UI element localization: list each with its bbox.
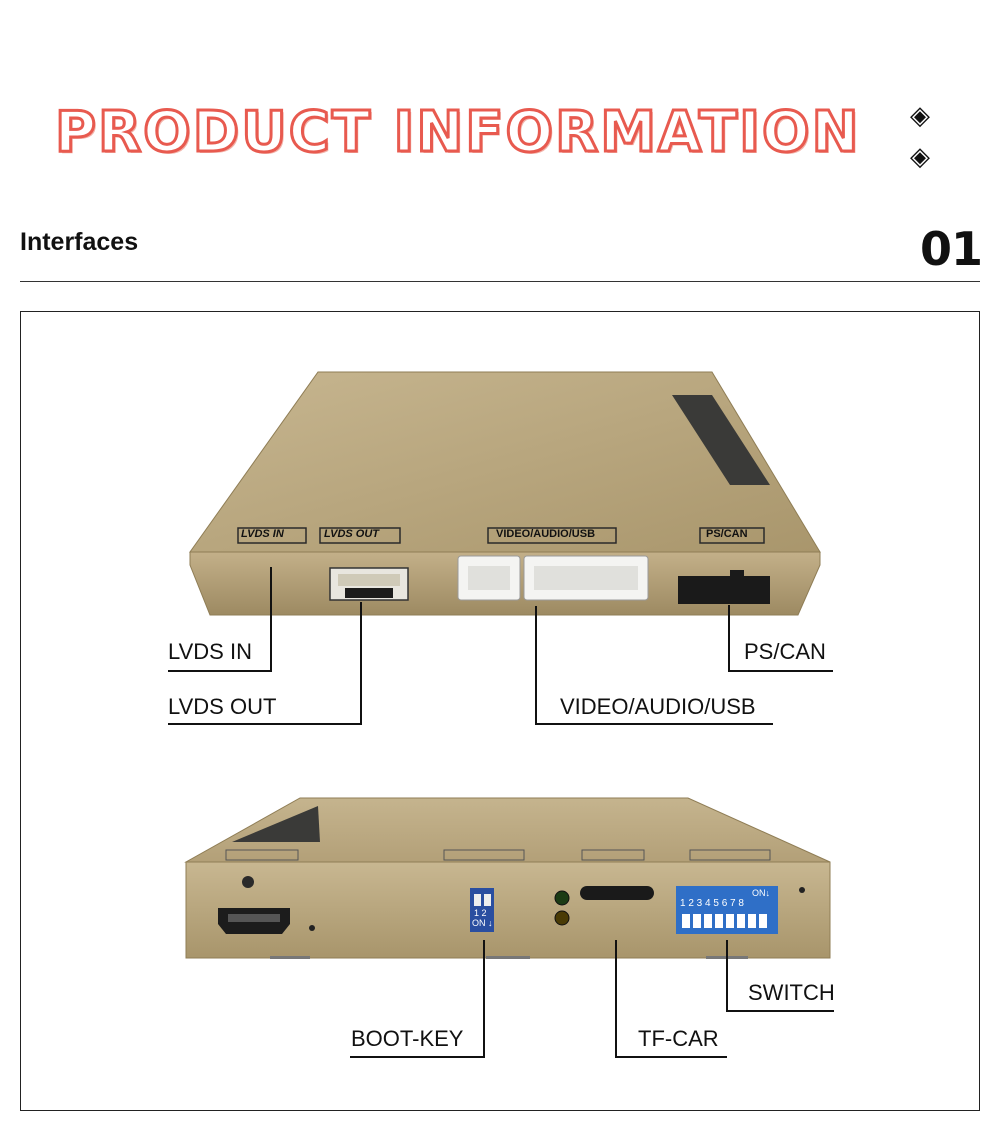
leader-line (726, 1010, 834, 1012)
divider (20, 281, 980, 282)
leader-line (535, 606, 537, 724)
leader-line (360, 602, 362, 724)
leader-line (615, 1056, 727, 1058)
leader-line (168, 723, 362, 725)
switch-dip-numbers: 1 2 3 4 5 6 7 8 (680, 898, 744, 909)
lvds-in-callout: LVDS IN (168, 639, 252, 664)
leader-line (483, 940, 485, 1058)
ps-can-print-label: PS/CAN (706, 528, 748, 540)
tf-car-callout: TF-CAR (638, 1026, 719, 1051)
section-number: 01 (919, 222, 983, 276)
leader-line (270, 567, 272, 671)
diamond-icon: ◈ (910, 100, 930, 130)
boot-key-callout: BOOT-KEY (351, 1026, 464, 1051)
video-audio-usb-callout: VIDEO/AUDIO/USB (560, 694, 756, 719)
leader-line (535, 723, 773, 725)
lvds-in-print-label: LVDS IN (241, 528, 284, 540)
product-image-frame (20, 311, 980, 1111)
section-label: Interfaces (20, 228, 139, 256)
leader-line (168, 670, 272, 672)
lvds-out-callout: LVDS OUT (168, 694, 277, 719)
boot-key-dip-on: ON ↓ (472, 918, 493, 928)
leader-line (728, 670, 833, 672)
video-audio-usb-print-label: VIDEO/AUDIO/USB (496, 528, 596, 540)
diamond-icon: ◈ (910, 141, 930, 171)
leader-line (728, 605, 730, 672)
boot-key-dip-numbers: 1 2 (474, 908, 487, 918)
lvds-out-print-label: LVDS OUT (324, 528, 380, 540)
leader-line (350, 1056, 485, 1058)
ps-can-callout: PS/CAN (744, 639, 826, 664)
switch-callout: SWITCH (748, 980, 835, 1005)
leader-line (726, 940, 728, 1012)
leader-line (615, 940, 617, 1058)
page-title: PRODUCT INFORMATION (54, 99, 861, 167)
switch-dip-on: ON↓ (752, 888, 770, 898)
